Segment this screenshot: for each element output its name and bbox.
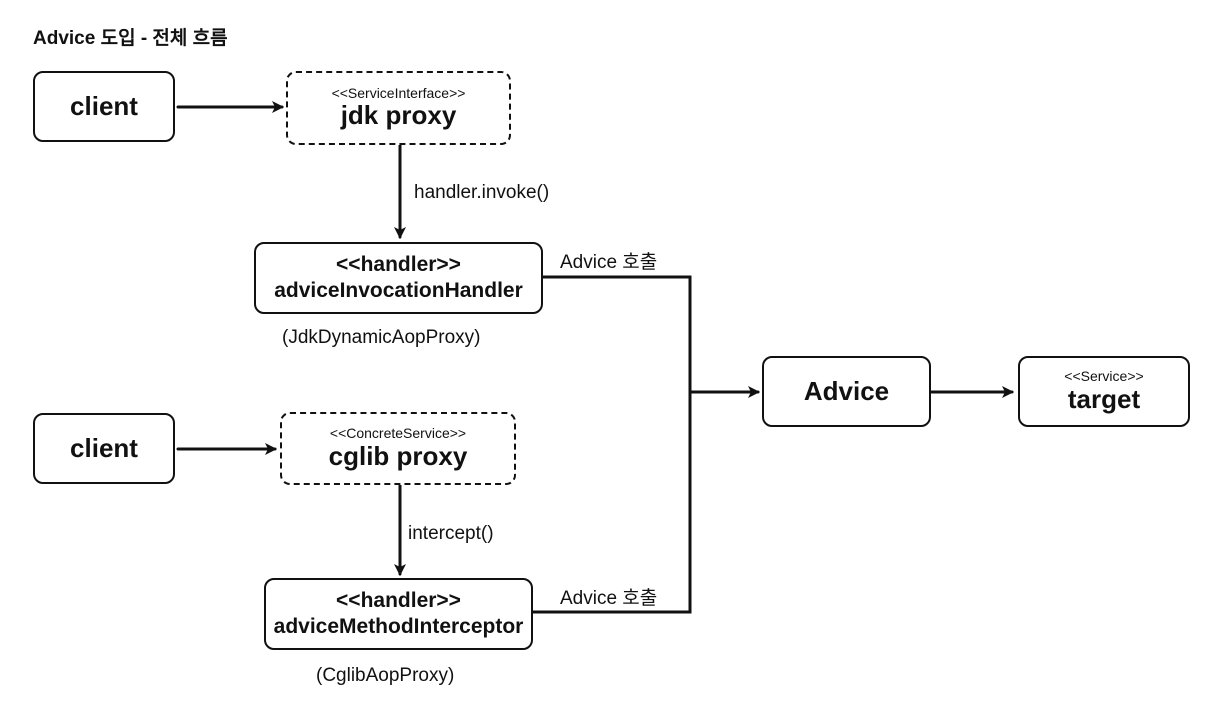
cglib-aop-proxy-caption: (CglibAopProxy) <box>316 665 455 686</box>
jdk-dynamic-aop-proxy-caption: (JdkDynamicAopProxy) <box>282 327 481 348</box>
client-box-top: client <box>33 71 175 142</box>
advice-invocation-handler-box: <<handler>> adviceInvocationHandler <box>254 242 543 314</box>
cglib-proxy-label: cglib proxy <box>328 440 468 471</box>
jdk-proxy-box: <<ServiceInterface>> jdk proxy <box>286 71 511 145</box>
diagram-title: Advice 도입 - 전체 흐름 <box>33 28 228 49</box>
handler-stereotype: <<handler>> <box>336 588 461 612</box>
advice-call-label-top: Advice 호출 <box>560 252 658 273</box>
client-label: client <box>70 90 138 121</box>
jdk-proxy-label: jdk proxy <box>340 100 457 131</box>
client-box-bottom: client <box>33 413 175 484</box>
handler-invoke-label: handler.invoke() <box>414 182 550 203</box>
advice-call-label-bottom: Advice 호출 <box>560 588 658 609</box>
advice-method-interceptor-label: adviceMethodInterceptor <box>273 615 524 638</box>
advice-box: Advice <box>762 356 931 427</box>
intercept-label: intercept() <box>408 523 494 544</box>
advice-invocation-handler-label: adviceInvocationHandler <box>274 279 523 302</box>
advice-method-interceptor-box: <<handler>> adviceMethodInterceptor <box>264 578 533 650</box>
handler-stereotype: <<handler>> <box>336 252 461 276</box>
advice-label: Advice <box>803 375 890 406</box>
client-label: client <box>70 432 138 463</box>
cglib-proxy-box: <<ConcreteService>> cglib proxy <box>280 412 516 485</box>
stereotype-label: <<Service>> <box>1064 368 1144 385</box>
target-box: <<Service>> target <box>1018 356 1190 427</box>
edge-handler-to-advice-bus <box>531 275 692 614</box>
stereotype-label: <<ServiceInterface>> <box>331 84 466 101</box>
target-label: target <box>1067 383 1141 414</box>
stereotype-label: <<ConcreteService>> <box>329 425 467 442</box>
